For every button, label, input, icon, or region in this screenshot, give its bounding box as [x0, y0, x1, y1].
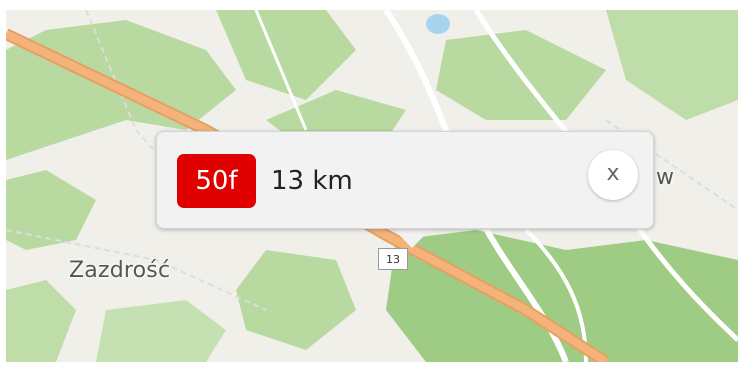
- road-number-shield: 13: [378, 248, 408, 270]
- close-icon: x: [606, 161, 620, 186]
- route-badge: 50f: [177, 154, 256, 208]
- place-label-zazdrosc: Zazdrość: [69, 258, 171, 283]
- close-button[interactable]: x: [588, 150, 638, 200]
- popup-tail: [392, 228, 432, 248]
- route-info-popup: 50f 13 km x: [156, 131, 654, 229]
- route-distance: 13 km: [271, 166, 353, 196]
- place-label-partial: w: [656, 165, 674, 190]
